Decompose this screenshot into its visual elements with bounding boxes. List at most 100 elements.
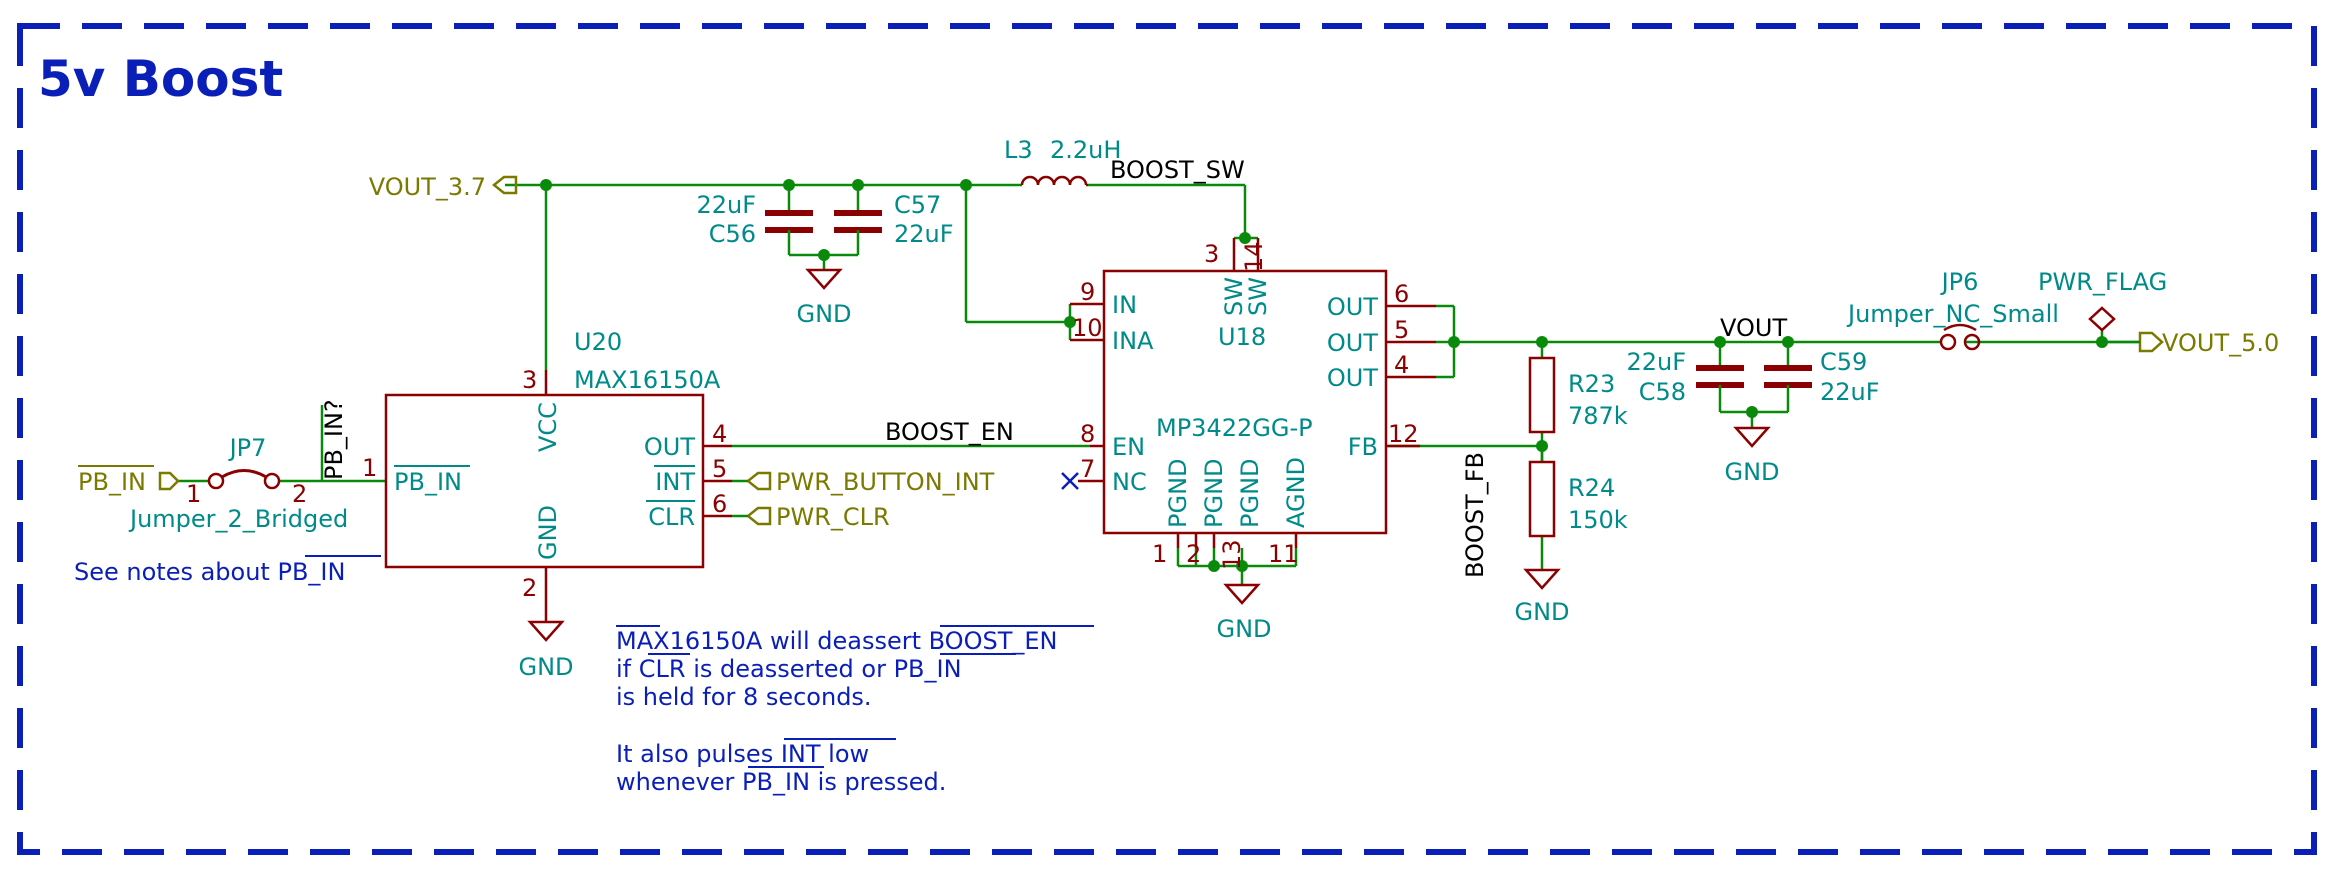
u18-ref: U18 [1218,323,1266,351]
no-connect-icon [1061,472,1079,490]
sheet-title: 5v Boost [38,50,283,108]
u18-pin-pgnd3: PGND [1236,458,1264,528]
u18-num-en: 8 [1080,420,1095,448]
net-vout: VOUT [1720,314,1787,342]
u20-value: MAX16150A [574,366,721,394]
vout37-port: VOUT_3.7 [369,173,518,201]
net-boost-sw: BOOST_SW [1110,156,1245,184]
u18-value: MP3422GG-P [1156,414,1313,442]
capacitor-c56: 22uF C56 [696,191,813,248]
c57-ref: C57 [894,191,941,219]
u20-pin-pb-in: PB_IN [394,468,462,496]
vout50-label: VOUT_5.0 [2162,329,2279,357]
jumper-jp6: JP6 Jumper_NC_Small [1846,268,2059,351]
u18-pin-pgnd2: PGND [1200,458,1228,528]
capacitor-c58: 22uF C58 [1626,348,1744,406]
junction-dot [818,249,830,261]
u18-num-sw1: 3 [1204,240,1219,268]
pwr-clr-port: PWR_CLR [732,479,890,531]
gnd-u20: GND [518,600,574,681]
pwr-flag: PWR_FLAG [2038,268,2167,332]
junction-dot [1208,560,1220,572]
r24-value: 150k [1568,506,1628,534]
u20-pin-vcc: VCC [534,402,562,452]
vout37-label: VOUT_3.7 [369,173,486,201]
pwr-clr-label: PWR_CLR [776,503,890,531]
net-pb-in-q: PB_IN? [320,399,348,480]
ground-icon [527,620,565,642]
ground-icon [805,268,843,290]
gnd-label: GND [518,653,573,681]
junction-dot [1236,560,1248,572]
u18-pin-sw1: SW [1220,277,1248,316]
u18-num-sw2: 14 [1240,241,1268,272]
pwr-flag-label: PWR_FLAG [2038,268,2167,296]
ground-icon [1523,568,1561,590]
note-line-3: is held for 8 seconds. [616,683,872,711]
r23-ref: R23 [1568,370,1615,398]
u18-pin-out3: OUT [1327,364,1378,392]
u20-num-pb-in: 1 [362,454,377,482]
ic-u20: U20 MAX16150A VCC GND PB_IN OUT INT CLR … [362,328,732,602]
c59-value: 22uF [1820,378,1880,406]
u18-num-in: 9 [1080,278,1095,306]
gnd-c56-c57: GND [796,268,852,328]
u20-num-clr: 6 [712,490,727,518]
u18-pin-out1: OUT [1327,293,1378,321]
junction-dot [960,179,972,191]
u18-pin-fb: FB [1348,433,1378,461]
junction-dot [540,179,552,191]
u18-num-pgnd1: 1 [1152,540,1167,568]
u18-num-pgnd2: 2 [1186,540,1201,568]
jp6-ref: JP6 [1940,268,1979,296]
junction-dot [1782,336,1794,348]
jp7-pin1: 1 [186,480,201,508]
jp7-value: Jumper_2_Bridged [128,505,348,533]
r23-value: 787k [1568,402,1628,430]
jp7-pin2: 2 [292,480,307,508]
gnd-label: GND [1724,458,1779,486]
input-port-icon [745,506,772,526]
u20-pin-out: OUT [644,433,695,461]
ic-u18: U18 MP3422GG-P IN INA EN NC SW SW OUT OU… [1061,238,1436,570]
input-port-icon [158,471,180,491]
input-port-icon [745,471,772,491]
junction-dot [852,179,864,191]
note-line-2: if CLR is deasserted or PB_IN [616,655,962,683]
notes: See notes about PB_IN MAX16150A will dea… [74,555,1094,796]
ground-icon [1223,583,1261,605]
output-port-icon [2138,331,2164,353]
u18-pin-in: IN [1112,291,1137,319]
u18-num-out1: 6 [1394,280,1409,308]
junctions [540,179,2108,572]
u20-num-gnd: 2 [522,574,537,602]
u20-pin-clr: CLR [648,503,695,531]
c56-ref: C56 [709,220,756,248]
gnd-u18: GND [1216,583,1272,643]
junction-dot [1746,406,1758,418]
u20-num-vcc: 3 [522,366,537,394]
l3-value: 2.2uH [1050,136,1121,164]
u18-pin-pgnd1: PGND [1164,458,1192,528]
c59-ref: C59 [1820,348,1867,376]
u18-num-ina: 10 [1072,314,1103,342]
ground-icon [1733,426,1771,448]
inductor-l3: L3 2.2uH [1004,136,1121,187]
note-line-4: It also pulses INT low [616,740,869,768]
resistor-r23: R23 787k [1528,356,1628,434]
gnd-label: GND [1514,598,1569,626]
u18-num-out3: 4 [1394,351,1409,379]
junction-dot [1239,232,1251,244]
capacitor-c57: C57 22uF [834,191,954,248]
u18-num-nc: 7 [1080,455,1095,483]
note-see-notes: See notes about PB_IN [74,558,345,586]
u18-pin-en: EN [1112,433,1145,461]
input-port-icon [491,175,518,195]
junction-dot [1714,336,1726,348]
note-line-1: MAX16150A will deassert BOOST_EN [616,627,1057,655]
l3-ref: L3 [1004,136,1033,164]
pwr-button-int-port: PWR_BUTTON_INT [745,468,995,496]
junction-dot [1448,336,1460,348]
resistor-r24: R24 150k [1528,446,1628,538]
